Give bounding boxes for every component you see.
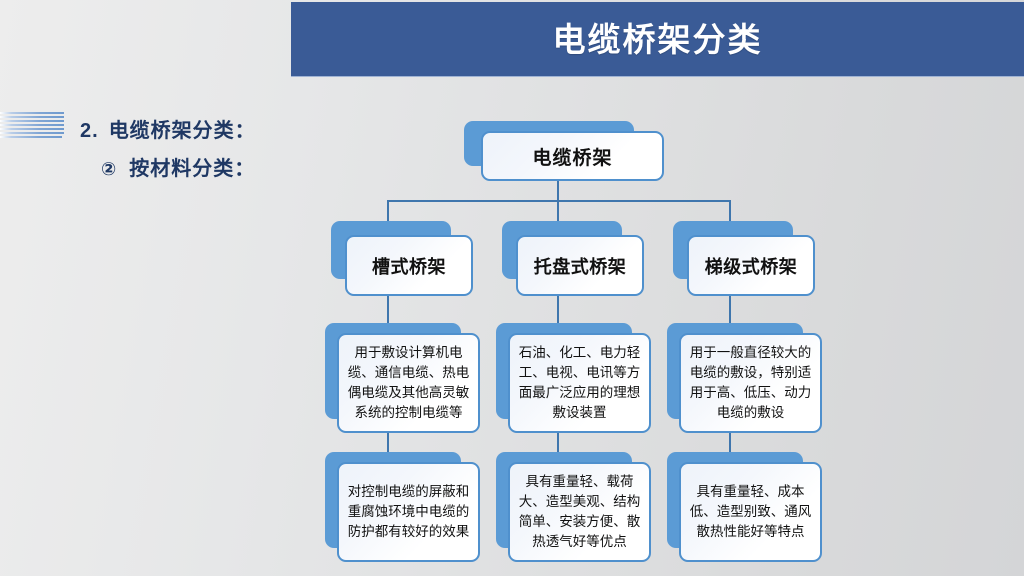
decorative-stripes [0, 112, 64, 141]
node-branch-1[interactable]: 槽式桥架 [331, 221, 473, 296]
node-front-plate: 托盘式桥架 [516, 235, 644, 296]
stripe [0, 136, 62, 138]
stripe [0, 112, 64, 114]
node-branch-1-label: 槽式桥架 [372, 256, 446, 277]
description-text: 用于敷设计算机电缆、通信电缆、热电偶电缆及其他高灵敏系统的控制电缆等 [347, 345, 470, 420]
stripe [0, 132, 64, 134]
node-front-plate: 对控制电缆的屏蔽和重腐蚀环境中电缆的防护都有较好的效果 [337, 462, 480, 562]
connector-drop-branch-1 [387, 200, 389, 221]
node-branch-1-description-1[interactable]: 用于敷设计算机电缆、通信电缆、热电偶电缆及其他高灵敏系统的控制电缆等 [325, 323, 480, 433]
connector-drop-branch-3 [729, 200, 731, 221]
description-text: 具有重量轻、成本低、造型别致、通风散热性能好等特点 [689, 484, 812, 539]
node-front-plate: 用于一般直径较大的电缆的敷设，特别适用于高、低压、动力电缆的敷设 [679, 333, 822, 433]
connector-root-stem [557, 181, 559, 202]
node-root[interactable]: 电缆桥架 [464, 121, 664, 181]
connector-branch-3-to-desc-1 [729, 282, 731, 324]
description-text: 具有重量轻、载荷大、造型美观、结构简单、安装方便、散热透气好等优点 [518, 474, 641, 549]
node-front-plate: 石油、化工、电力轻工、电视、电讯等方面最广泛应用的理想敷设装置 [508, 333, 651, 433]
node-root-label: 电缆桥架 [532, 147, 613, 169]
node-branch-2-description-2[interactable]: 具有重量轻、载荷大、造型美观、结构简单、安装方便、散热透气好等优点 [496, 452, 651, 562]
node-branch-3[interactable]: 梯级式桥架 [673, 221, 815, 296]
stripe [0, 124, 64, 126]
stripe [0, 128, 64, 130]
node-branch-2-label: 托盘式桥架 [533, 256, 627, 277]
stripe [0, 116, 64, 118]
page-title: 电缆桥架分类 [552, 20, 763, 58]
connector-desc-1-to-desc-2 [387, 423, 389, 453]
connector-horizontal-bar [387, 200, 731, 202]
description-text: 对控制电缆的屏蔽和重腐蚀环境中电缆的防护都有较好的效果 [347, 484, 470, 539]
stripe [0, 120, 64, 122]
connector-drop-branch-2 [557, 200, 559, 221]
node-branch-1-description-2[interactable]: 对控制电缆的屏蔽和重腐蚀环境中电缆的防护都有较好的效果 [325, 452, 480, 562]
heading-secondary-number: ② [101, 159, 118, 179]
heading-primary-number: 2. [80, 120, 99, 142]
connector-branch-2-to-desc-1 [557, 282, 559, 324]
heading-secondary: ② 按材料分类： [101, 152, 255, 181]
node-front-plate: 电缆桥架 [481, 131, 664, 181]
node-front-plate: 用于敷设计算机电缆、通信电缆、热电偶电缆及其他高灵敏系统的控制电缆等 [337, 333, 480, 433]
node-branch-3-description-1[interactable]: 用于一般直径较大的电缆的敷设，特别适用于高、低压、动力电缆的敷设 [667, 323, 822, 433]
connector-branch-1-to-desc-1 [387, 282, 389, 324]
connector-desc-1-to-desc-2 [729, 423, 731, 453]
node-branch-3-description-2[interactable]: 具有重量轻、成本低、造型别致、通风散热性能好等特点 [667, 452, 822, 562]
node-front-plate: 梯级式桥架 [687, 235, 815, 296]
node-front-plate: 具有重量轻、成本低、造型别致、通风散热性能好等特点 [679, 462, 822, 562]
heading-secondary-text: 按材料分类： [129, 158, 256, 180]
node-front-plate: 具有重量轻、载荷大、造型美观、结构简单、安装方便、散热透气好等优点 [508, 462, 651, 562]
description-text: 石油、化工、电力轻工、电视、电讯等方面最广泛应用的理想敷设装置 [518, 345, 641, 420]
description-text: 用于一般直径较大的电缆的敷设，特别适用于高、低压、动力电缆的敷设 [689, 345, 812, 420]
node-front-plate: 槽式桥架 [345, 235, 473, 296]
node-branch-3-label: 梯级式桥架 [704, 256, 798, 277]
node-branch-2[interactable]: 托盘式桥架 [502, 221, 644, 296]
title-bar: 电缆桥架分类 [291, 2, 1024, 77]
connector-desc-1-to-desc-2 [557, 423, 559, 453]
heading-primary-text: 电缆桥架分类： [108, 120, 256, 142]
node-branch-2-description-1[interactable]: 石油、化工、电力轻工、电视、电讯等方面最广泛应用的理想敷设装置 [496, 323, 651, 433]
heading-primary: 2. 电缆桥架分类： [80, 114, 256, 143]
